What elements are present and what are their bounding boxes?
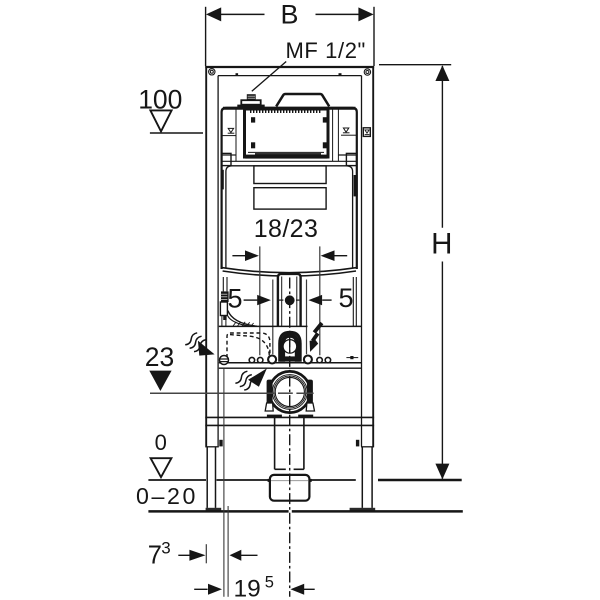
svg-text:100: 100 — [138, 84, 182, 114]
svg-text:0: 0 — [155, 430, 167, 455]
svg-text:B: B — [280, 0, 298, 30]
svg-text:5: 5 — [227, 283, 242, 313]
svg-text:H: H — [431, 228, 452, 261]
svg-text:23: 23 — [145, 342, 174, 372]
svg-text:5: 5 — [265, 574, 274, 592]
svg-text:19: 19 — [234, 576, 261, 600]
svg-text:MF 1/2": MF 1/2" — [286, 38, 366, 63]
svg-text:3: 3 — [161, 539, 170, 558]
svg-text:5: 5 — [338, 283, 353, 313]
svg-text:7: 7 — [148, 542, 162, 570]
svg-text:0–20: 0–20 — [136, 483, 198, 509]
svg-text:18/23: 18/23 — [254, 215, 319, 243]
